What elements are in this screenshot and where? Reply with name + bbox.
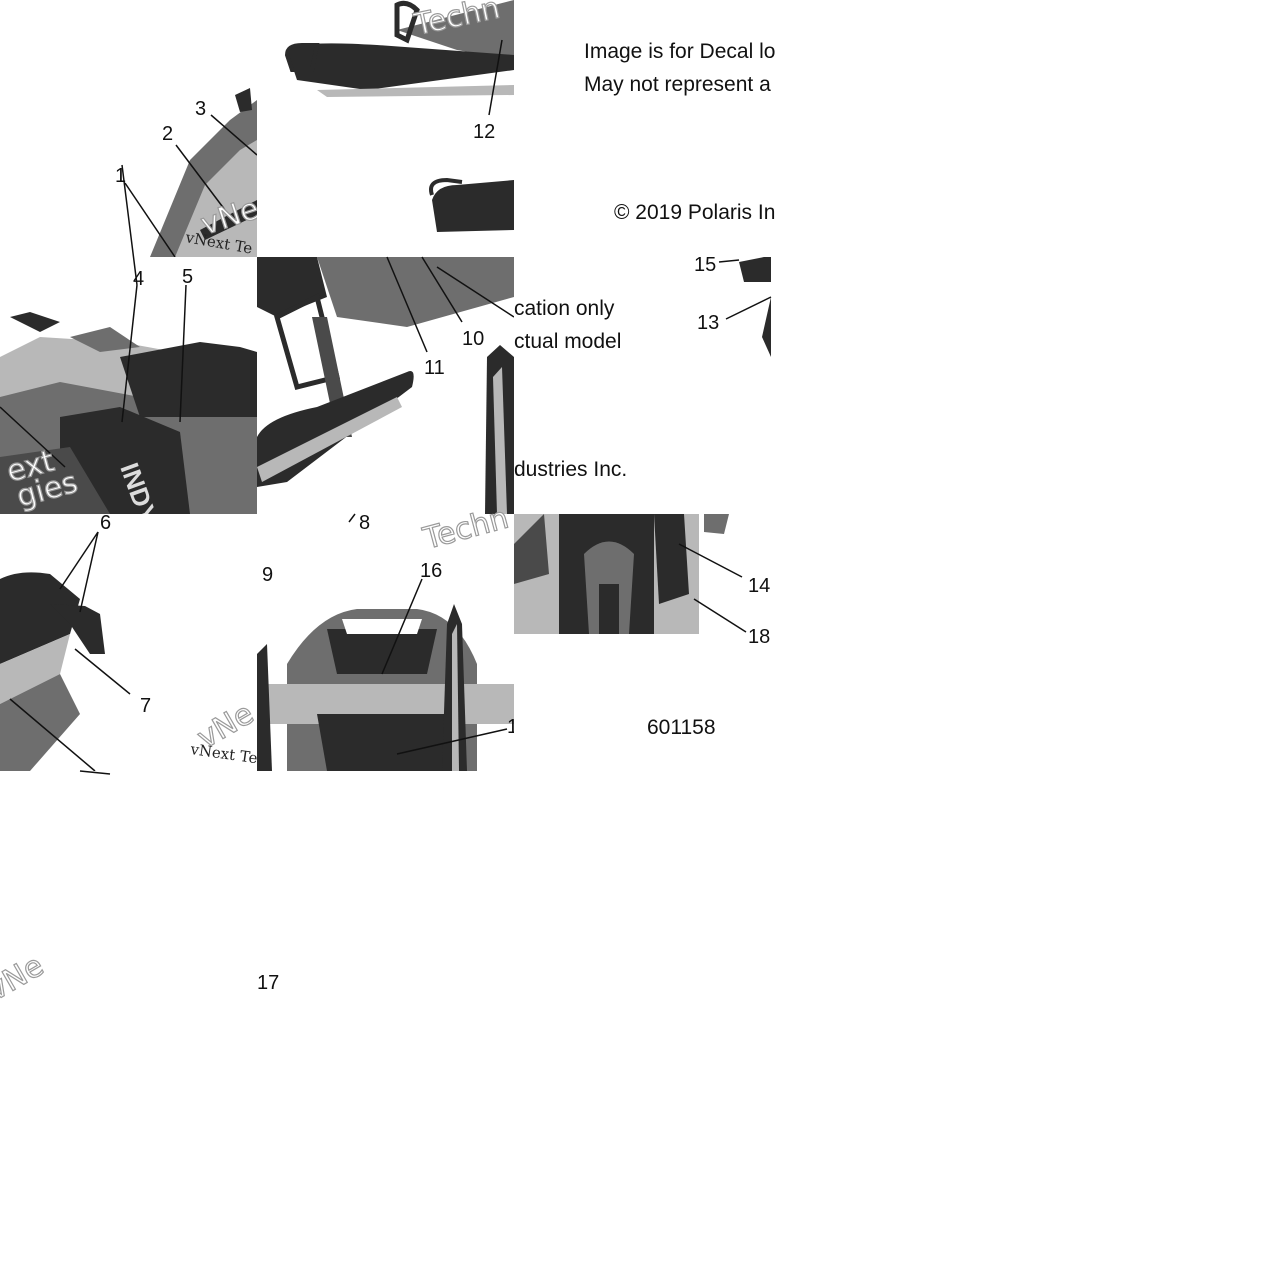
- callout-6: 6: [100, 512, 111, 534]
- tile-note-mid: cation only ctual model dustries Inc. 15…: [514, 254, 772, 514]
- vne-watermark-bottom: vNe: [0, 948, 50, 1008]
- front-view-illustration: 8 9 16 1 Techn: [257, 500, 518, 771]
- callout-17: 17: [257, 972, 279, 994]
- hood-left-illustration: 1 2 3 vNext Te vNe: [115, 88, 264, 258]
- callout-3: 3: [195, 98, 206, 120]
- note-top-text: Image is for Decal lo May not represent …: [584, 40, 775, 224]
- callout-7: 7: [140, 695, 151, 717]
- front-skis-illustration: 12 Techn: [284, 0, 514, 232]
- tile-note-top: Image is for Decal lo May not represent …: [514, 0, 775, 257]
- tile-suspension: 10 11: [257, 256, 515, 514]
- note-decal-location-start: Image is for Decal lo: [584, 40, 775, 63]
- callout-9: 9: [262, 564, 273, 586]
- copyright-end: dustries Inc.: [514, 458, 627, 481]
- bottom-mid-fragment: 17: [257, 972, 279, 994]
- callout-8: 8: [359, 512, 370, 534]
- callout-1: 1: [115, 165, 126, 187]
- callout-15-top: 15: [694, 254, 716, 276]
- callout-11: 11: [424, 357, 445, 379]
- callout-1-partial: 1: [507, 716, 518, 738]
- callout-18: 18: [748, 626, 770, 648]
- tile-seat-side: 4 5 INDY ext gies: [0, 164, 257, 527]
- suspension-illustration: 10 11: [257, 256, 515, 514]
- callout-10: 10: [462, 328, 484, 350]
- part-number: 601158: [647, 716, 716, 739]
- copyright-start: © 2019 Polaris In: [614, 201, 775, 224]
- seat-side-illustration: 4 5 INDY ext gies: [0, 164, 257, 527]
- bottom-left-fragment: vNe: [0, 770, 111, 1009]
- callout-12: 12: [473, 121, 495, 143]
- tile-bottom-mid: 17: [257, 771, 514, 1028]
- rear-bumper-illustration: 6 7 vNext Te vNe: [0, 512, 260, 772]
- note-decal-location-end: cation only: [514, 297, 615, 320]
- note-not-represent-start: May not represent a: [584, 73, 771, 96]
- tile-rear-view: 14 18 601158: [514, 514, 771, 771]
- rear-view-illustration: 14 18 601158: [514, 514, 770, 739]
- callout-2: 2: [162, 123, 173, 145]
- callout-16: 16: [420, 560, 442, 582]
- callout-5: 5: [182, 266, 193, 288]
- tile-hood-left: 1 2 3 vNext Te vNe: [0, 0, 264, 258]
- tile-front-view: 8 9 16 1 Techn: [257, 500, 518, 771]
- callout-13: 13: [697, 312, 719, 334]
- tile-rear-bumper: 6 7 vNext Te vNe: [0, 512, 260, 772]
- callout-4: 4: [133, 268, 144, 290]
- tile-front-skis: 12 Techn: [257, 0, 514, 257]
- tile-bottom-left: vNe: [0, 770, 257, 1028]
- note-not-represent-end: ctual model: [514, 330, 621, 353]
- note-mid-text: cation only ctual model dustries Inc. 15…: [514, 254, 772, 481]
- callout-14: 14: [748, 575, 770, 597]
